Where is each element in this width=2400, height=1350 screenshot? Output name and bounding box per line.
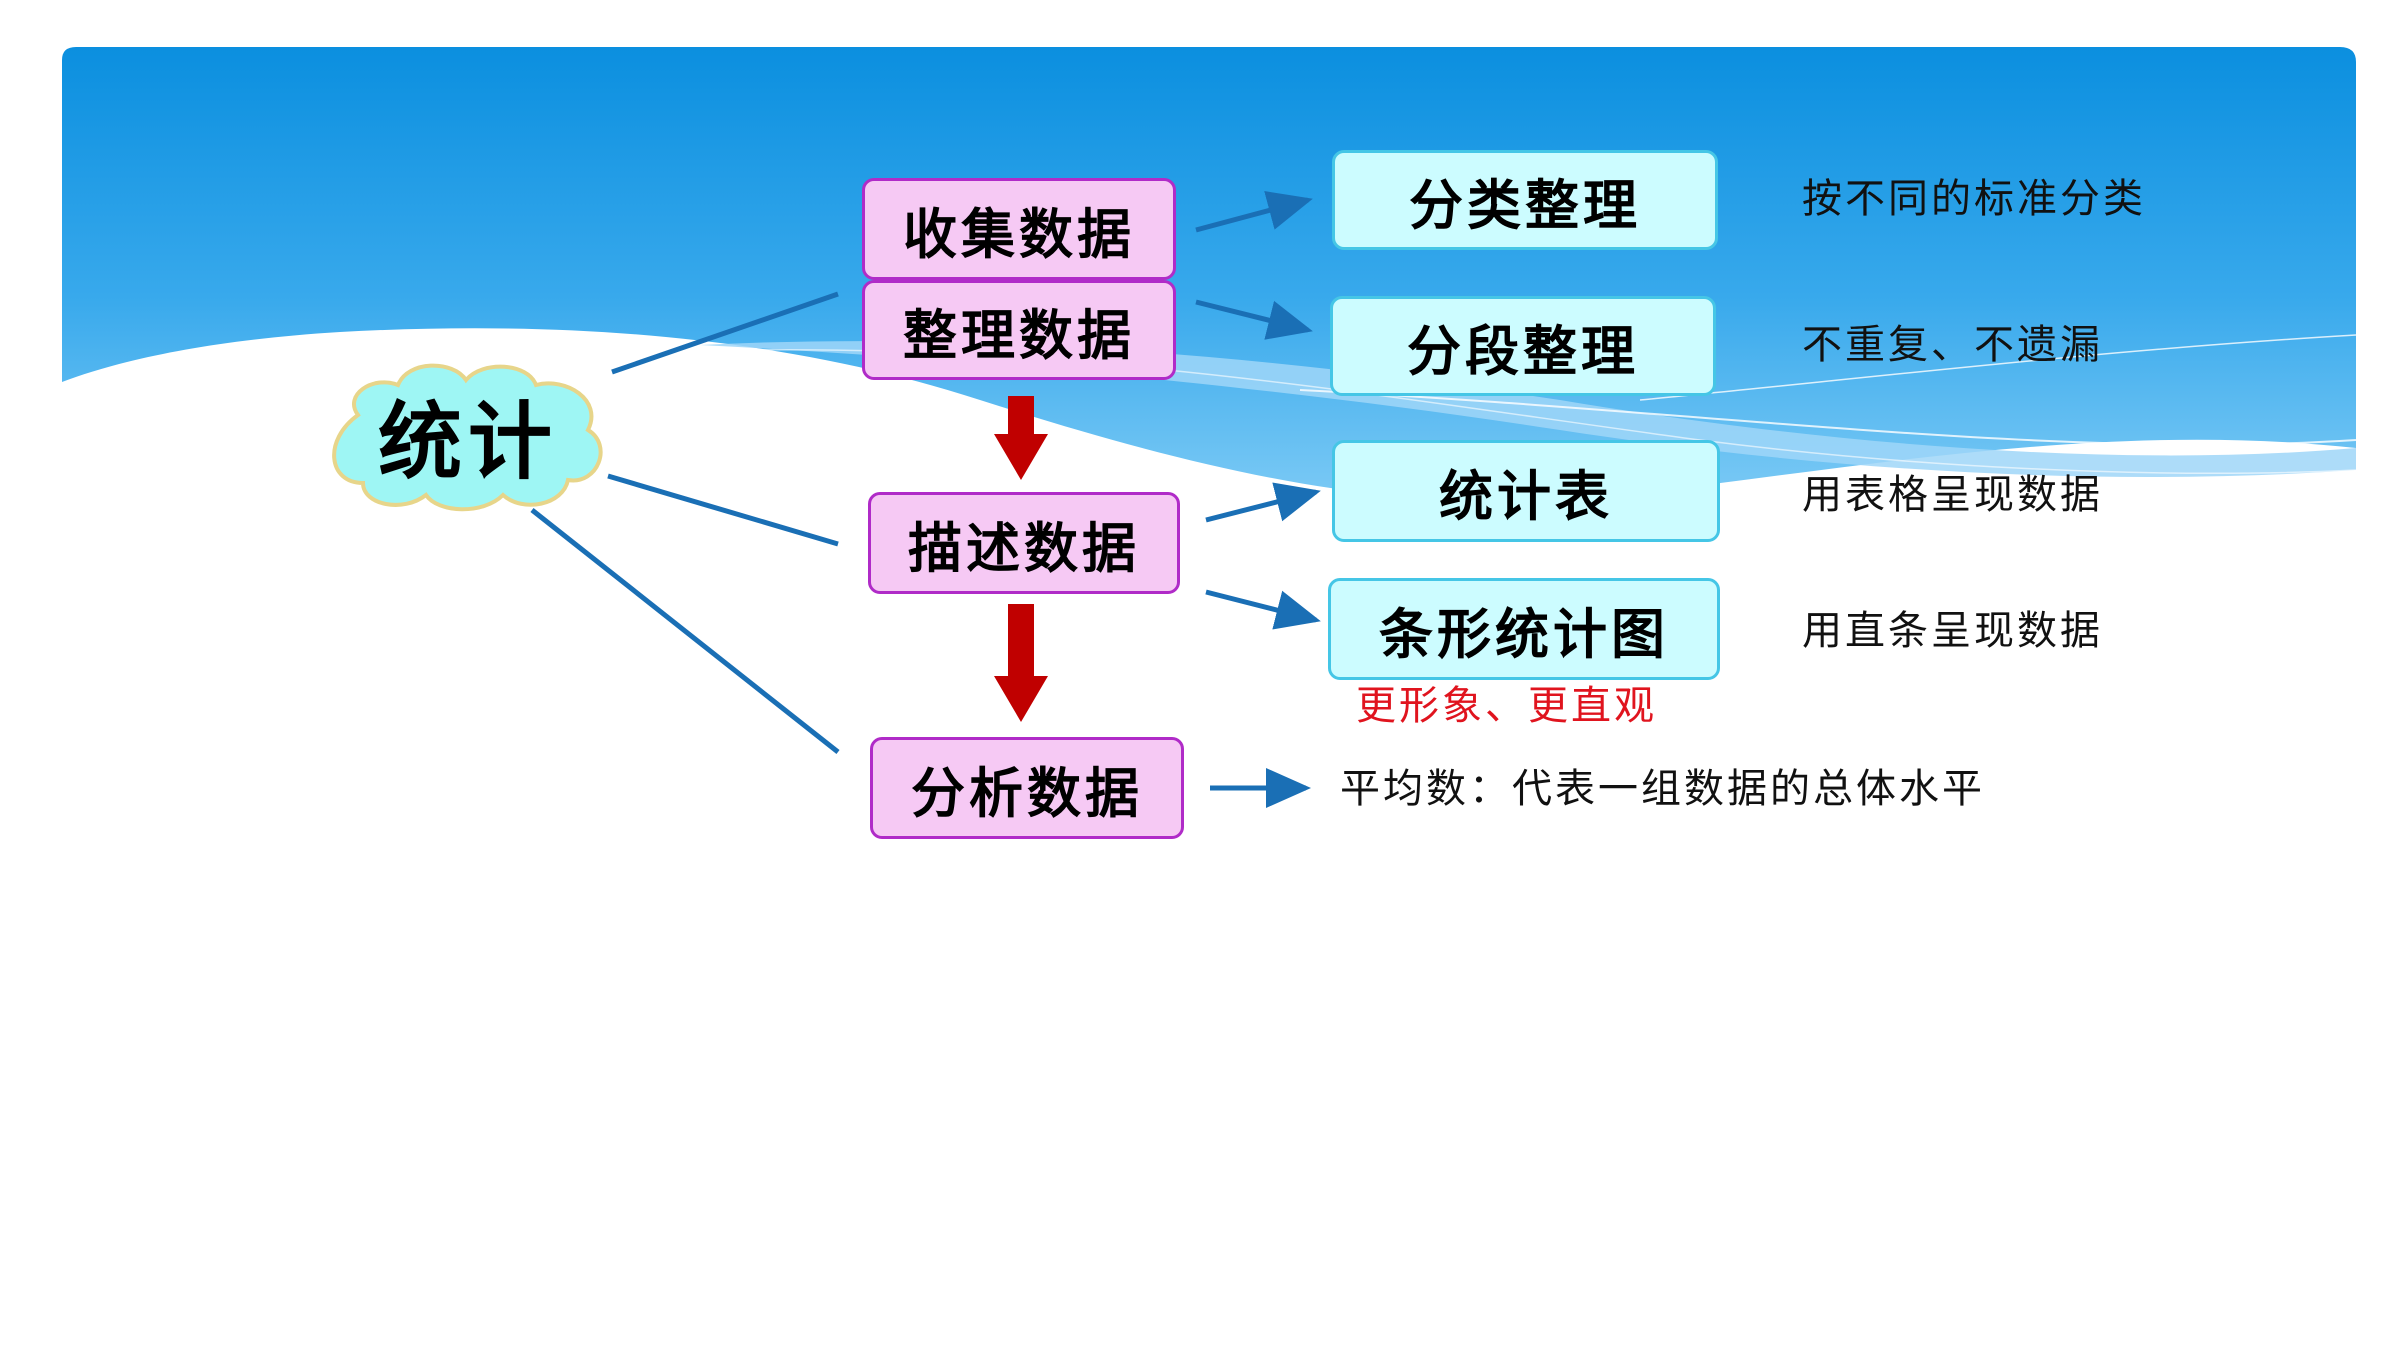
step-collect-label: 收集数据 xyxy=(903,201,1135,266)
red-arrow-organize-to-describe xyxy=(994,396,1048,480)
step-organize-data: 整理数据 xyxy=(862,280,1176,380)
step-organize-label: 整理数据 xyxy=(903,302,1135,367)
note-bar-chart: 用直条呈现数据 xyxy=(1802,608,2103,654)
root-label: 统计 xyxy=(377,391,558,491)
note-segment: 不重复、不遗漏 xyxy=(1802,322,2103,368)
note-table: 用表格呈现数据 xyxy=(1802,472,2103,518)
note-classify: 按不同的标准分类 xyxy=(1802,176,2146,222)
method-statistics-table: 统计表 xyxy=(1332,440,1720,542)
arrow-collect-to-classify xyxy=(1195,191,1313,233)
red-arrow-describe-to-analyze xyxy=(994,604,1048,722)
step-describe-data: 描述数据 xyxy=(868,492,1180,594)
line-root-to-analyze xyxy=(530,508,840,754)
line-root-to-collect xyxy=(611,291,839,375)
step-analyze-data: 分析数据 xyxy=(870,737,1184,839)
method-classify: 分类整理 xyxy=(1332,150,1718,250)
note-bar-chart-benefit: 更形象、更直观 xyxy=(1356,683,1657,729)
method-table-label: 统计表 xyxy=(1439,463,1613,528)
arrow-describe-to-table xyxy=(1205,482,1321,523)
method-bar-chart-label: 条形统计图 xyxy=(1379,601,1669,666)
method-segment: 分段整理 xyxy=(1330,296,1716,396)
method-classify-label: 分类整理 xyxy=(1409,172,1641,237)
step-analyze-label: 分析数据 xyxy=(911,760,1143,825)
method-bar-chart: 条形统计图 xyxy=(1328,578,1720,680)
step-collect-data: 收集数据 xyxy=(862,178,1176,280)
line-root-to-describe xyxy=(607,473,839,547)
method-segment-label: 分段整理 xyxy=(1407,318,1639,383)
arrow-organize-to-segment xyxy=(1195,299,1313,340)
step-describe-label: 描述数据 xyxy=(908,515,1140,580)
cloud-shape-icon xyxy=(332,363,603,512)
note-analyze: 平均数：代表一组数据的总体水平 xyxy=(1340,766,1985,812)
arrow-describe-to-barchart xyxy=(1205,589,1321,630)
